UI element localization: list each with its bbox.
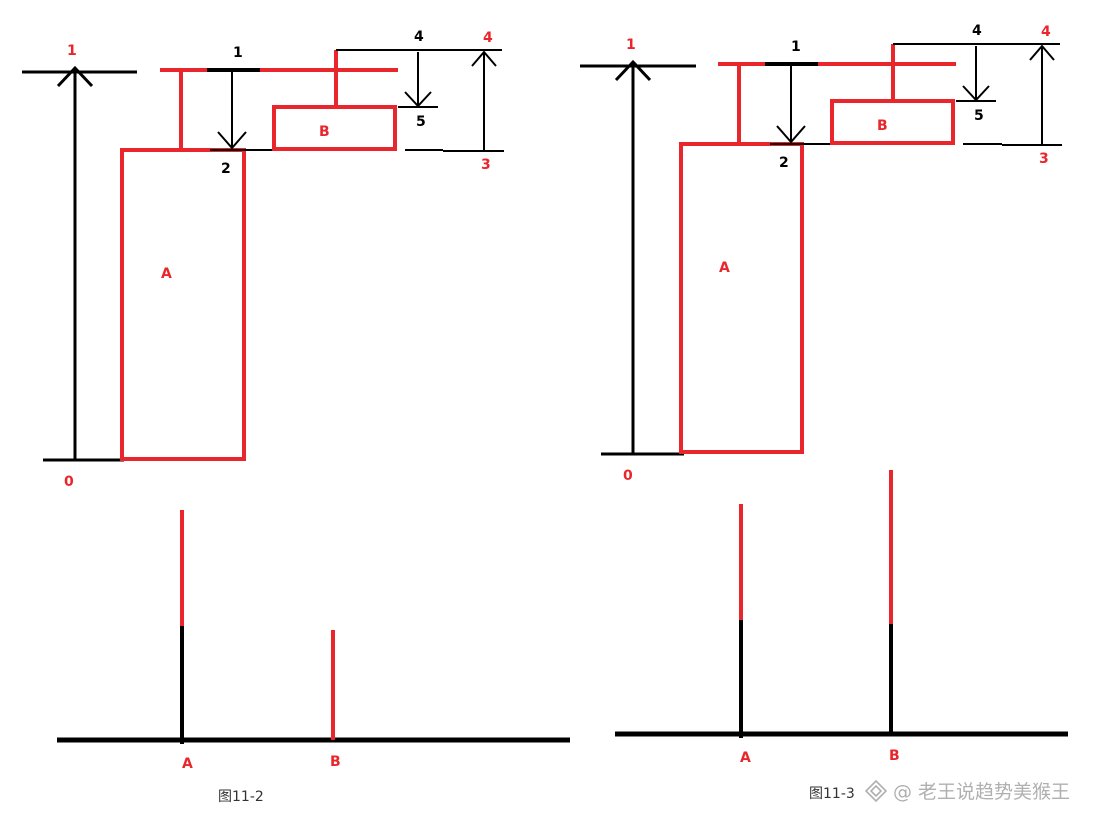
box-a	[120, 148, 246, 461]
left-arrow-0-to-1	[580, 59, 696, 456]
axis-label-b: B	[889, 748, 900, 764]
level-label-5: 5	[974, 108, 984, 124]
down-arrow-1-to-2	[210, 72, 274, 151]
figure-caption: 图11-2	[218, 789, 264, 805]
down-arrow-4-to-5	[336, 49, 502, 108]
watermark: @ 老王说趋势美猴王	[864, 779, 1070, 803]
level-label-1: 1	[626, 37, 636, 53]
level-label-3: 3	[1039, 151, 1049, 167]
figure-caption: 图11-3	[809, 786, 855, 802]
figure-11-2: 0 1 1 2 4 4 5 3 A B A B 图11-2	[22, 29, 570, 805]
down-arrow-4-to-5	[893, 43, 1060, 102]
axis-label-a: A	[740, 750, 751, 766]
left-arrow-0-to-1	[22, 65, 137, 462]
box-b-label: B	[877, 118, 888, 134]
box-b-label: B	[319, 124, 330, 140]
box-a-label: A	[719, 260, 730, 276]
level-label-1-black: 1	[791, 39, 801, 55]
level-label-2: 2	[221, 161, 231, 177]
watermark-text: @ 老王说趋势美猴王	[893, 781, 1070, 803]
down-arrow-1-to-2	[770, 66, 832, 145]
level-label-4-black: 4	[414, 29, 424, 45]
up-arrow-3-to-4	[405, 50, 504, 152]
watermark-logo-icon	[864, 779, 888, 803]
level-label-4-black: 4	[972, 23, 982, 39]
level-label-0: 0	[64, 474, 74, 490]
level-label-4: 4	[1041, 24, 1051, 40]
box-a-label: A	[161, 266, 172, 282]
box-b	[272, 105, 397, 151]
box-a	[679, 142, 804, 454]
level-label-4: 4	[483, 30, 493, 46]
axis-label-a: A	[182, 756, 193, 772]
level-label-1: 1	[67, 43, 77, 59]
up-arrow-3-to-4	[963, 44, 1062, 146]
level-label-0: 0	[623, 468, 633, 484]
level-label-2: 2	[779, 155, 789, 171]
level-label-1-black: 1	[233, 45, 243, 61]
level-label-5: 5	[416, 114, 426, 130]
axis-label-b: B	[330, 754, 341, 770]
level-label-3: 3	[481, 157, 491, 173]
figure-11-3: 0 1 1 2 4 4 5 3 A B A B 图11-3	[580, 23, 1068, 802]
box-b	[830, 99, 955, 145]
